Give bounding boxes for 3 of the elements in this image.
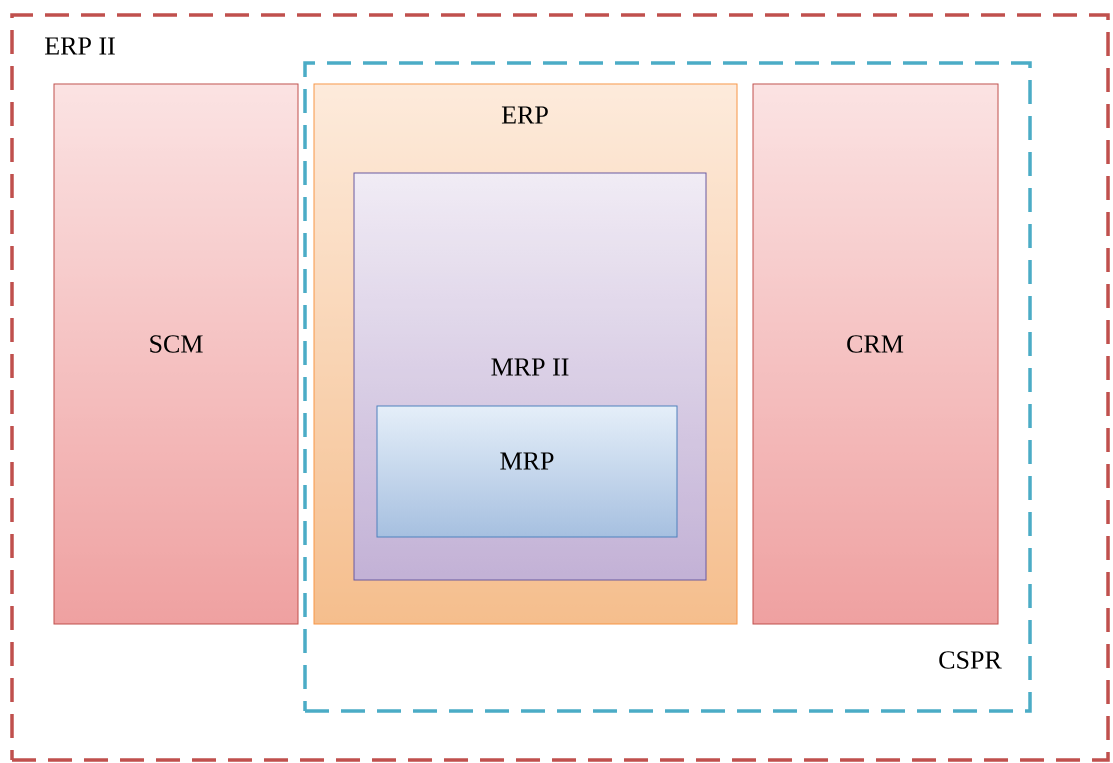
module-box: CRM xyxy=(752,83,999,625)
module-box: SCM xyxy=(53,83,299,625)
module-box: MRP xyxy=(376,405,678,538)
